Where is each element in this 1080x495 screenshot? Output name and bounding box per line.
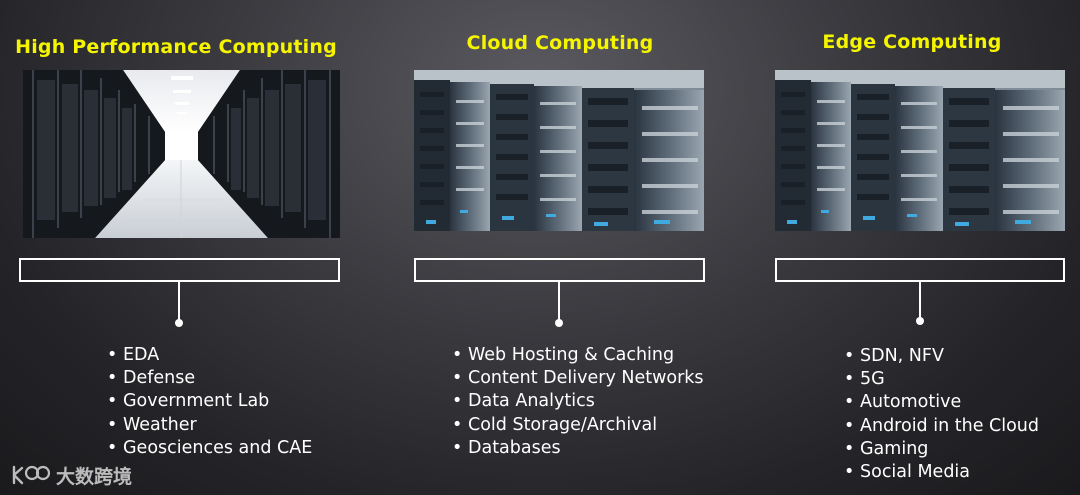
connector-line — [178, 282, 180, 322]
list-item: Geosciences and CAE — [107, 437, 312, 460]
column-edge: Edge Computing — [720, 0, 1080, 495]
bullet-list: SDN, NFV 5G Automotive Android in the Cl… — [844, 345, 1039, 484]
label-box — [414, 258, 705, 282]
server-racks-photo — [775, 70, 1065, 231]
connector-dot — [175, 319, 183, 327]
connector-line — [558, 282, 560, 322]
server-racks-photo — [414, 70, 704, 231]
column-hpc: High Performance Computing — [0, 0, 360, 495]
datacenter-corridor-photo — [23, 70, 340, 238]
list-item: Government Lab — [107, 390, 312, 413]
list-item: SDN, NFV — [844, 345, 1039, 368]
connector-dot — [555, 319, 563, 327]
list-item: Android in the Cloud — [844, 415, 1039, 438]
connector-dot — [916, 317, 924, 325]
list-item: Databases — [452, 437, 704, 460]
column-cloud: Cloud Computing — [360, 0, 720, 495]
watermark-text: 大数跨境 — [56, 465, 133, 488]
column-title: High Performance Computing — [15, 36, 337, 58]
watermark: 大数跨境 — [10, 460, 132, 490]
list-item: Gaming — [844, 438, 1039, 461]
connector-line — [919, 282, 921, 322]
bullet-list: EDA Defense Government Lab Weather Geosc… — [107, 344, 312, 460]
list-item: Content Delivery Networks — [452, 367, 704, 390]
list-item: 5G — [844, 368, 1039, 391]
list-item: Defense — [107, 367, 312, 390]
list-item: Web Hosting & Caching — [452, 344, 704, 367]
list-item: EDA — [107, 344, 312, 367]
column-title: Edge Computing — [822, 31, 1002, 53]
list-item: Social Media — [844, 461, 1039, 484]
kuajing-logo-icon — [12, 465, 50, 485]
list-item: Automotive — [844, 391, 1039, 414]
bullet-list: Web Hosting & Caching Content Delivery N… — [452, 344, 704, 460]
list-item: Cold Storage/Archival — [452, 414, 704, 437]
list-item: Data Analytics — [452, 390, 704, 413]
label-box — [775, 258, 1065, 282]
column-title: Cloud Computing — [466, 32, 654, 54]
list-item: Weather — [107, 414, 312, 437]
label-box — [19, 258, 340, 282]
